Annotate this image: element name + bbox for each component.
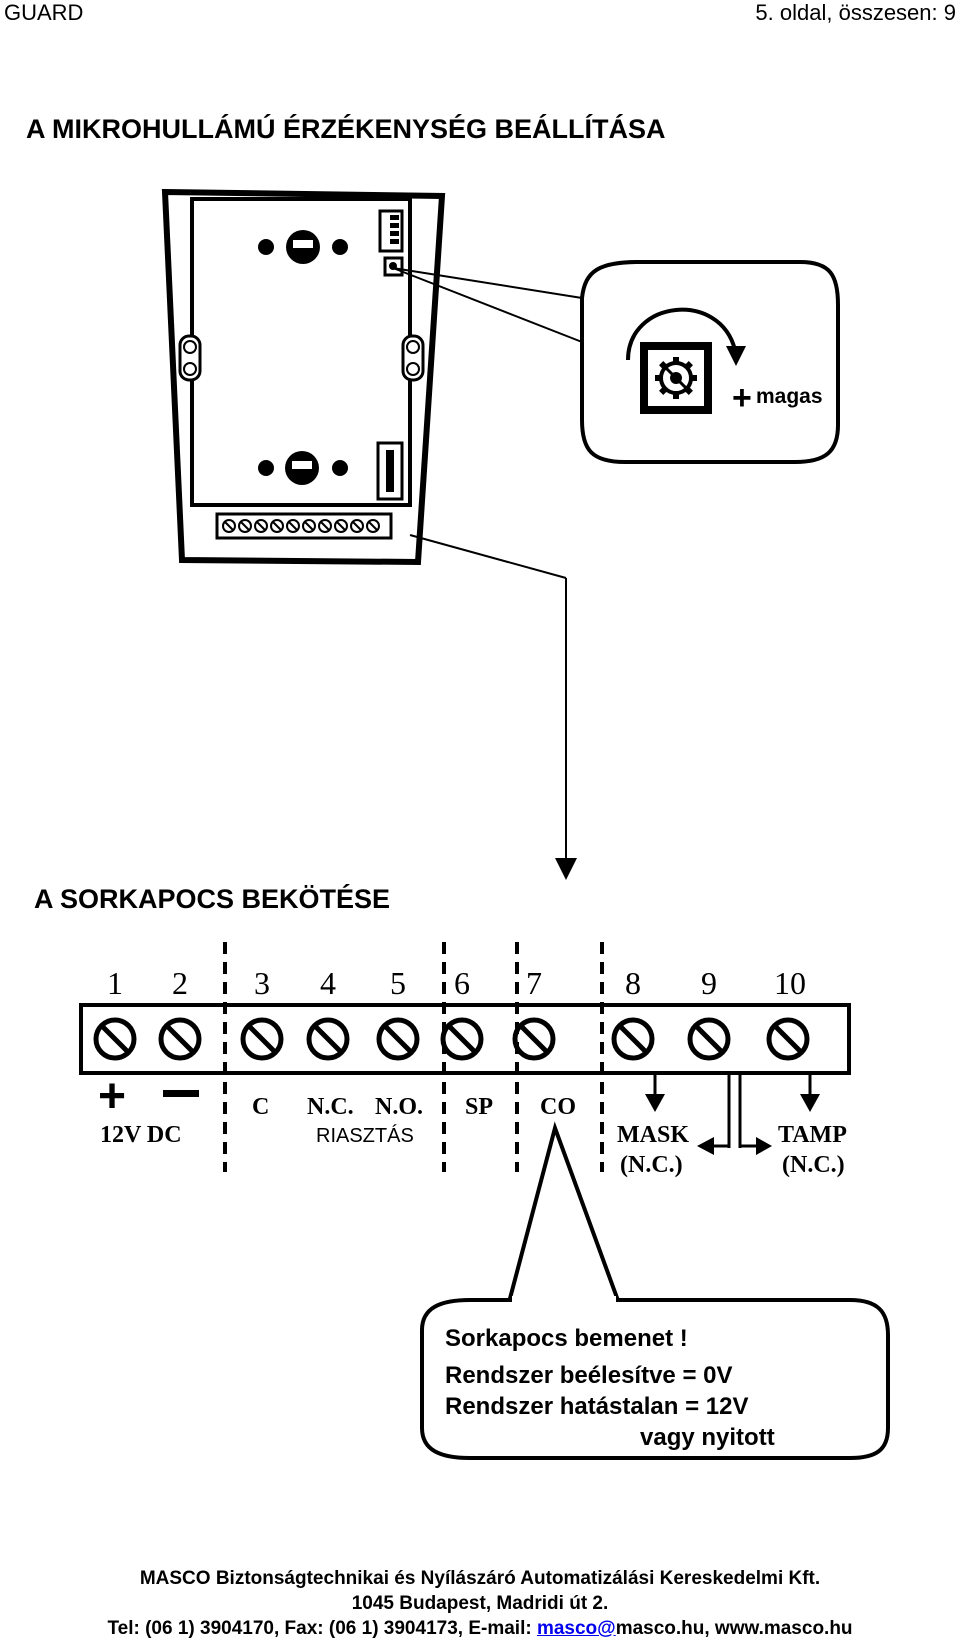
terminal-screw-9 (687, 1017, 731, 1061)
sensitivity-callout: + magas (580, 260, 840, 464)
gear-icon (655, 357, 697, 399)
note-line-1: Sorkapocs bemenet ! (445, 1325, 688, 1352)
footer-web: masco.hu, www.masco.hu (615, 1618, 853, 1639)
note-line-4: vagy nyitott (640, 1424, 775, 1451)
section-title-terminal-wiring: A SORKAPOCS BEKÖTÉSE (34, 884, 391, 914)
terminal-number-10: 10 (774, 965, 806, 1001)
header-page-number: 5. oldal, összesen: 9 (755, 0, 956, 25)
terminal-number-7: 7 (526, 965, 542, 1001)
footer-address: 1045 Budapest, Madridi út 2. (351, 1593, 609, 1614)
terminal-number-1: 1 (107, 965, 123, 1001)
terminal-screw-1 (93, 1017, 137, 1061)
label-plus: + (98, 1070, 126, 1123)
label-co: CO (540, 1094, 576, 1120)
pcb-side-screw-left (178, 334, 202, 382)
footer-phone-fax: Tel: (06 1) 3904170, Fax: (06 1) 3904173… (107, 1618, 537, 1639)
terminal-number-4: 4 (320, 965, 336, 1001)
label-nc: N.C. (307, 1094, 354, 1120)
label-mask-nc: (N.C.) (620, 1152, 683, 1178)
terminal-screw-8 (611, 1017, 655, 1061)
label-mask: MASK (617, 1122, 689, 1148)
label-tamp-nc: (N.C.) (782, 1152, 845, 1178)
terminal-screw-3 (240, 1017, 284, 1061)
terminal-number-3: 3 (254, 965, 270, 1001)
header-doc-name: GUARD (4, 0, 84, 25)
terminal-number-9: 9 (701, 965, 717, 1001)
terminal-number-5: 5 (390, 965, 406, 1001)
label-c: C (252, 1094, 269, 1120)
label-alarm: RIASZTÁS (316, 1124, 414, 1147)
label-no: N.O. (375, 1094, 423, 1120)
increase-plus-sign: + (732, 379, 752, 417)
detector-pcb-drawing (161, 188, 446, 566)
rotate-clockwise-arrow-icon (626, 307, 737, 361)
terminal-screw-5 (376, 1017, 420, 1061)
footer-email-link[interactable]: masco@ (536, 1618, 616, 1639)
terminal-screw-10 (766, 1017, 810, 1061)
label-sp: SP (465, 1094, 493, 1120)
input-note-callout: Sorkapocs bemenet ! Rendszer beélesítve … (420, 1121, 890, 1460)
down-arrow-icon (555, 858, 577, 880)
pcb-dip-switch (378, 209, 404, 253)
pcb-side-screw-right (401, 334, 425, 382)
label-minus-bar (163, 1090, 199, 1097)
footer-contact: Tel: (06 1) 3904170, Fax: (06 1) 3904173… (0, 1617, 960, 1641)
pcb-sensitivity-pot (383, 256, 404, 277)
terminal-number-8: 8 (625, 965, 641, 1001)
label-power: 12V DC (100, 1122, 182, 1148)
pcb-top-sensor (258, 230, 348, 264)
callout-label-high: magas (756, 385, 823, 408)
terminal-number-2: 2 (172, 965, 188, 1001)
pcb-bottom-sensor (258, 451, 348, 485)
note-line-2: Rendszer beélesítve = 0V (445, 1362, 732, 1389)
pcb-terminal-strip (215, 512, 393, 540)
terminal-number-6: 6 (454, 965, 470, 1001)
terminal-screw-2 (158, 1017, 202, 1061)
terminal-block: 1 2 3 4 5 6 7 8 9 10 + 12V DC C N.C. N.O. RIASZTÁ… (79, 942, 851, 1178)
terminal-screw-7 (512, 1017, 556, 1061)
label-tamp: TAMP (778, 1122, 847, 1148)
note-line-3: Rendszer hatástalan = 12V (445, 1393, 748, 1420)
footer-company-name: MASCO Biztonságtechnikai és Nyílászáró A… (139, 1568, 821, 1589)
pcb-relay (376, 441, 404, 501)
section-title-sensitivity: A MIKROHULLÁMÚ ÉRZÉKENYSÉG BEÁLLÍTÁSA (26, 114, 666, 144)
terminal-screw-6 (440, 1017, 484, 1061)
terminal-screw-4 (306, 1017, 350, 1061)
